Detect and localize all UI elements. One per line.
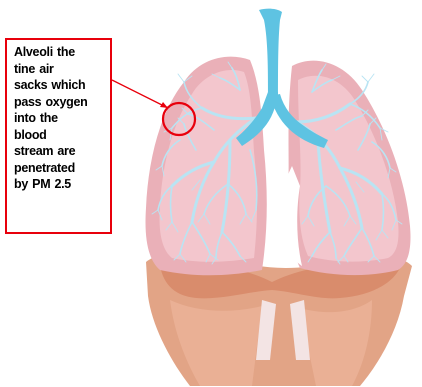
callout-text: Alveoli the tine air sacks which pass ox…	[14, 44, 105, 193]
right-lung	[280, 61, 411, 275]
trachea-tube	[259, 9, 282, 96]
callout-box: Alveoli the tine air sacks which pass ox…	[5, 38, 112, 234]
callout-pointer-line	[112, 80, 168, 108]
left-lung	[146, 57, 267, 276]
